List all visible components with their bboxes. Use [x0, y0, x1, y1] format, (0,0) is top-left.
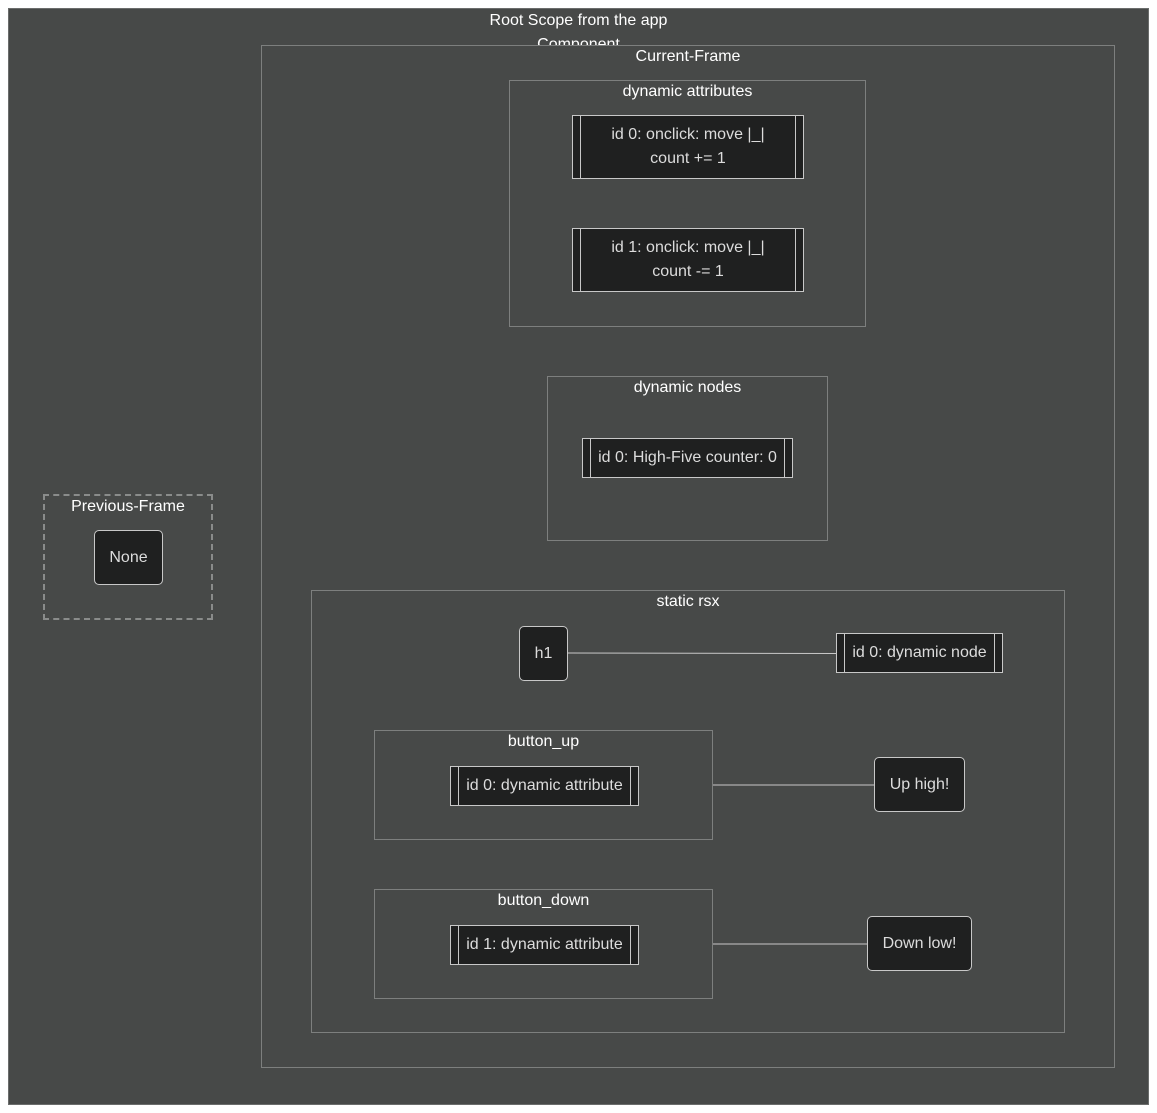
- static-rsx-title: static rsx: [656, 593, 720, 610]
- up-high-node: Up high!: [874, 757, 965, 812]
- button-up-attribute-node: id 0: dynamic attribute: [450, 766, 639, 806]
- dynamic-nodes-title: dynamic nodes: [633, 379, 742, 396]
- current-frame-cluster: Current-Frame dynamic attributes id 0: o…: [261, 45, 1115, 1068]
- dynamic-attributes-title: dynamic attributes: [622, 83, 753, 100]
- current-frame-title: Current-Frame: [635, 48, 741, 65]
- dynamic-node-0-node: id 0: High-Five counter: 0: [582, 438, 793, 478]
- dynamic-attributes-cluster: dynamic attributes id 0: onclick: move |…: [509, 80, 866, 327]
- dynamic-attribute-0-node: id 0: onclick: move |_|count += 1: [572, 115, 804, 179]
- root-scope-cluster: Root Scope from the app Component Previo…: [8, 8, 1149, 1105]
- down-low-node: Down low!: [867, 916, 972, 971]
- h1-node: h1: [519, 626, 568, 681]
- static-rsx-cluster: static rsx h1 id 0: dynamic node button_…: [311, 590, 1065, 1033]
- button-down-title: button_down: [497, 892, 590, 909]
- previous-frame-cluster: Previous-Frame None: [43, 494, 213, 620]
- button-up-title: button_up: [507, 733, 580, 750]
- button-down-attribute-node: id 1: dynamic attribute: [450, 925, 639, 965]
- dynamic-attribute-1-node: id 1: onclick: move |_|count -= 1: [572, 228, 804, 292]
- previous-frame-title: Previous-Frame: [71, 498, 185, 515]
- dynamic-nodes-cluster: dynamic nodes id 0: High-Five counter: 0: [547, 376, 828, 541]
- none-node: None: [94, 530, 163, 585]
- button-down-cluster: button_down id 1: dynamic attribute: [374, 889, 713, 999]
- edge-h1-dynamic-node: [566, 652, 837, 654]
- dynamic-node-ref-node: id 0: dynamic node: [836, 633, 1003, 673]
- button-up-cluster: button_up id 0: dynamic attribute: [374, 730, 713, 840]
